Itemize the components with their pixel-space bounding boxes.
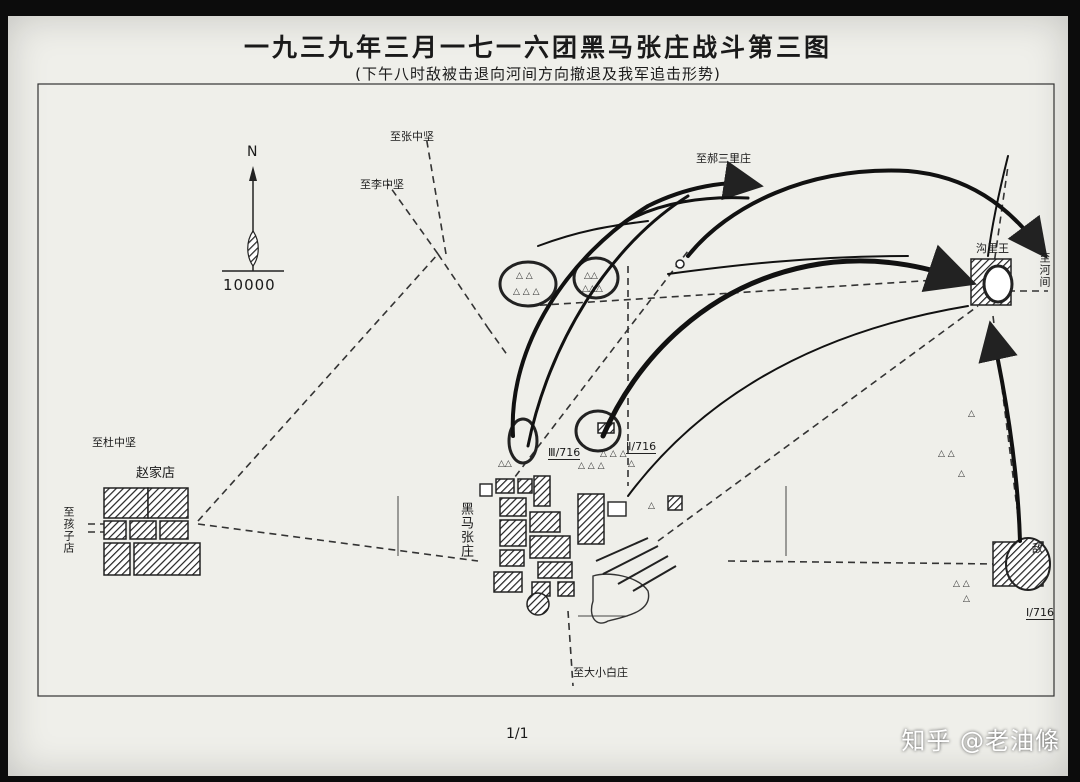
zhao-village-blocks bbox=[103, 487, 201, 576]
svg-text:△ △ △: △ △ △ bbox=[578, 461, 605, 471]
svg-text:△△: △△ bbox=[584, 271, 598, 281]
svg-text:△△: △△ bbox=[498, 459, 512, 469]
svg-text:△ △: △ △ bbox=[953, 579, 970, 589]
svg-text:△: △ bbox=[958, 469, 965, 479]
svg-text:△: △ bbox=[628, 459, 635, 469]
road-label-zhangzhongjian: 至张中坚 bbox=[390, 130, 434, 143]
heima-village-blocks bbox=[493, 422, 683, 597]
unit-label-3-716: Ⅲ/716 bbox=[548, 446, 581, 460]
battle-map-drawing: △ △ △ △ △ △△ △△△ △ △ △ △ △ △ △△ △ △ △ △ … bbox=[37, 83, 1055, 697]
pursuit-arrows bbox=[510, 155, 1048, 543]
map-title: 一九三九年三月一七一六团黑马张庄战斗第三图 bbox=[243, 33, 832, 62]
place-label-gouliwang: 沟里王 bbox=[976, 242, 1009, 255]
field-lines bbox=[397, 486, 787, 617]
svg-text:△ △ △: △ △ △ bbox=[600, 449, 627, 459]
svg-text:△: △ bbox=[968, 409, 975, 419]
pond-outline bbox=[590, 573, 650, 624]
bottom-page-mark: 1/1 bbox=[506, 726, 529, 742]
scale-label: 10000 bbox=[223, 276, 276, 294]
svg-text:△: △ bbox=[963, 594, 970, 604]
unit-ellipses bbox=[498, 256, 622, 465]
road-label-shenjiasanli: 至郝三里庄 bbox=[696, 152, 751, 165]
roads bbox=[88, 135, 1048, 687]
road-label-zhuzhongjian: 至杜中坚 bbox=[92, 436, 136, 449]
map-frame bbox=[37, 83, 1055, 697]
svg-text:△: △ bbox=[648, 501, 655, 511]
road-label-hejian: 至河间 bbox=[1038, 252, 1051, 288]
svg-text:△ △ △: △ △ △ bbox=[513, 287, 540, 297]
svg-text:△ △: △ △ bbox=[516, 271, 533, 281]
place-label-heima-zhangzhuang: 黑马张庄 bbox=[458, 502, 473, 558]
unit-label-2-716: Ⅱ/716 bbox=[626, 440, 657, 454]
unit-label-1-716: Ⅰ/716 bbox=[1026, 606, 1054, 620]
map-sheet: △ △ △ △ △ △△ △△△ △ △ △ △ △ △ △△ △ △ △ △ … bbox=[8, 16, 1068, 776]
compass-rose bbox=[222, 166, 284, 272]
map-subtitle: (下午八时敌被击退向河间方向撤退及我军追击形势) bbox=[355, 65, 721, 83]
road-label-lizhongjian: 至李中坚 bbox=[360, 178, 404, 191]
svg-text:△ △: △ △ bbox=[938, 449, 955, 459]
road-label-daxiaobaizhuang: 至大小白庄 bbox=[573, 666, 628, 679]
compass-north-label: N bbox=[247, 144, 258, 160]
road-label-haizizhuang: 至孩子店 bbox=[62, 506, 75, 554]
enemy-label: 敌 bbox=[1032, 542, 1043, 555]
trench-marks bbox=[595, 537, 677, 592]
place-label-zhao-village: 赵家店 bbox=[136, 466, 176, 481]
watermark-text: 知乎 @老油條 bbox=[901, 727, 1060, 755]
